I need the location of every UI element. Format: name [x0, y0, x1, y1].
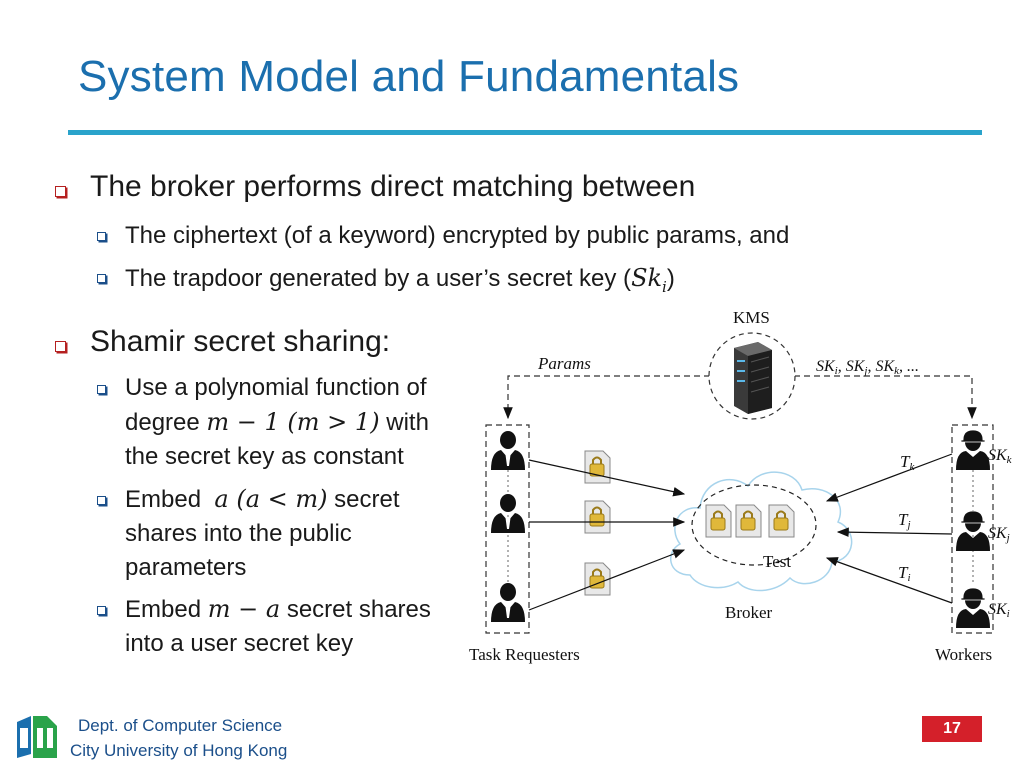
sub-bullet-marker: [97, 385, 106, 394]
embed-user-formula: m − a: [207, 595, 281, 623]
trapdoor-text: The trapdoor generated by a user’s secre…: [125, 265, 632, 292]
embed-public-line-3: parameters: [125, 554, 247, 581]
embed-user-line-1: Embed m − a secret shares: [125, 592, 485, 627]
sub-bullet-trapdoor: The trapdoor generated by a user’s secre…: [125, 261, 675, 304]
secret-shares-text: secret shares: [286, 596, 431, 623]
task-requesters-label: Task Requesters: [469, 645, 580, 664]
embed-text: Embed: [125, 486, 202, 513]
trapdoor-close-paren: ): [666, 265, 675, 292]
embed-public-formula: a (a < m): [214, 485, 328, 513]
cityu-logo-icon: [17, 716, 57, 758]
bullet-marker: [55, 341, 66, 352]
requester-icon: [491, 431, 525, 470]
worker-icon: [955, 510, 991, 552]
broker-label: Broker: [725, 603, 773, 622]
test-label: Test: [763, 552, 791, 571]
trapdoor-key-subscript: i: [662, 277, 667, 296]
workers-box: [951, 424, 994, 634]
embed-public-line-2: shares into the public: [125, 520, 352, 547]
embed-public-line-1: Embed a (a < m) secret: [125, 482, 485, 517]
bullet-marker: [55, 186, 66, 197]
sub-bullet-marker: [97, 496, 106, 505]
sub-bullet-polynomial: Use a polynomial function of degree m − …: [125, 371, 485, 474]
sk-list-label: SKi, SKj, SKk, ...: [816, 358, 919, 377]
worker-key-j-label: SKj: [988, 525, 1010, 544]
ciphertext-icon: [584, 500, 611, 534]
title-divider: [68, 130, 982, 135]
polynomial-line-3: the secret key as constant: [125, 443, 404, 470]
with-text: with: [386, 409, 429, 436]
worker-key-k-label: SKk: [988, 447, 1013, 466]
sub-bullet-embed-public: Embed a (a < m) secret shares into the p…: [125, 482, 485, 585]
sub-bullet-marker: [97, 274, 106, 283]
embed-user-line-2: into a user secret key: [125, 630, 354, 657]
worker-icon: [955, 429, 991, 471]
encrypted-doc-icon: [768, 504, 795, 538]
worker-icon: [955, 587, 991, 629]
server-icon: [734, 342, 772, 414]
sub-bullet-marker: [97, 606, 106, 615]
requester-icon: [491, 494, 525, 533]
sub-bullet-embed-user: Embed m − a secret shares into a user se…: [125, 592, 485, 661]
polynomial-line-1: Use a polynomial function of: [125, 374, 427, 401]
requester-icon: [491, 583, 525, 622]
worker-key-i-label: SKi: [988, 601, 1010, 620]
page-number-badge: 17: [922, 716, 982, 742]
params-label: Params: [537, 354, 591, 373]
kms-label: KMS: [733, 308, 770, 327]
workers-label: Workers: [935, 645, 992, 664]
trapdoor-j-label: Tj: [898, 510, 911, 531]
degree-formula: m − 1 (m > 1): [206, 408, 380, 436]
ciphertext-icon: [584, 562, 611, 596]
polynomial-line-2: degree m − 1 (m > 1) with: [125, 405, 485, 440]
trapdoor-i-label: Ti: [898, 563, 911, 584]
sub-bullet-ciphertext: The ciphertext (of a keyword) encrypted …: [125, 222, 790, 249]
bullet-shamir: Shamir secret sharing:: [90, 325, 391, 358]
bullet-broker: The broker performs direct matching betw…: [90, 170, 696, 203]
test-ellipse: [691, 484, 817, 566]
encrypted-doc-icon: [705, 504, 732, 538]
trapdoor-key-symbol: Sk: [631, 264, 663, 292]
footer-department: Dept. of Computer Science: [78, 716, 283, 735]
ciphertext-icon: [584, 450, 611, 484]
task-requesters-box: [485, 424, 530, 634]
embed-text: Embed: [125, 596, 202, 623]
degree-text: degree: [125, 409, 200, 436]
secret-text: secret: [334, 486, 400, 513]
encrypted-doc-icon: [735, 504, 762, 538]
sub-bullet-marker: [97, 232, 106, 241]
trapdoor-k-label: Tk: [900, 452, 915, 473]
footer-university: City University of Hong Kong: [70, 741, 288, 760]
slide-title: System Model and Fundamentals: [78, 52, 740, 101]
